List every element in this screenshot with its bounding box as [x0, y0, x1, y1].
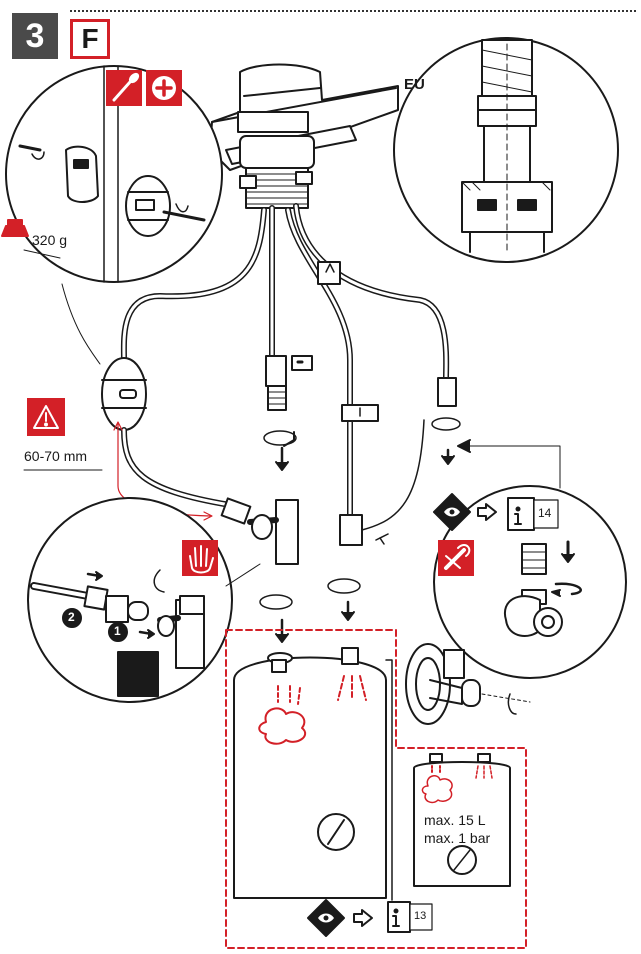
wrench-icon: [438, 540, 474, 576]
weight-icon: [1, 219, 29, 237]
thermostat-detail: [18, 144, 206, 237]
info-icon: [507, 497, 559, 531]
eye-manual-icon: [433, 493, 497, 531]
rotation-arrows: [259, 417, 461, 643]
region-label: EU: [404, 76, 425, 93]
water-heater: [233, 647, 393, 901]
wall-angle-valve: [405, 643, 531, 725]
warning-icon: [27, 398, 65, 436]
callout-two: 2: [68, 610, 75, 624]
hoses: [101, 203, 457, 565]
faucet-base: [209, 63, 399, 209]
distance-label: 60-70 mm: [24, 448, 88, 464]
eu-fitting-detail: [461, 39, 553, 255]
detail-circle-thermostat: [5, 65, 223, 283]
step-number-badge: 3: [12, 13, 58, 59]
eye-manual-icon-bottom: [307, 899, 373, 937]
weight-label: 320 g: [32, 232, 68, 248]
heater-zone-outline: [225, 629, 527, 949]
page-ref-bottom: 13: [414, 910, 427, 922]
header-divider: [70, 10, 636, 12]
max-pressure-label: max. 1 bar: [424, 830, 491, 846]
page-ref-top: 14: [538, 506, 552, 520]
step-letter-badge: F: [70, 19, 110, 59]
max-volume-label: max. 15 L: [424, 812, 486, 828]
screwdriver-icon: [106, 70, 142, 106]
callout-one: 1: [114, 624, 121, 638]
valve-detail: [503, 540, 582, 637]
detail-circle-valve: [433, 485, 627, 679]
plus-icon: [146, 70, 182, 106]
hand-icon: [182, 540, 218, 576]
connection-detail: [30, 569, 205, 697]
mini-tank: [413, 753, 511, 887]
info-icon-bottom: [387, 901, 433, 933]
